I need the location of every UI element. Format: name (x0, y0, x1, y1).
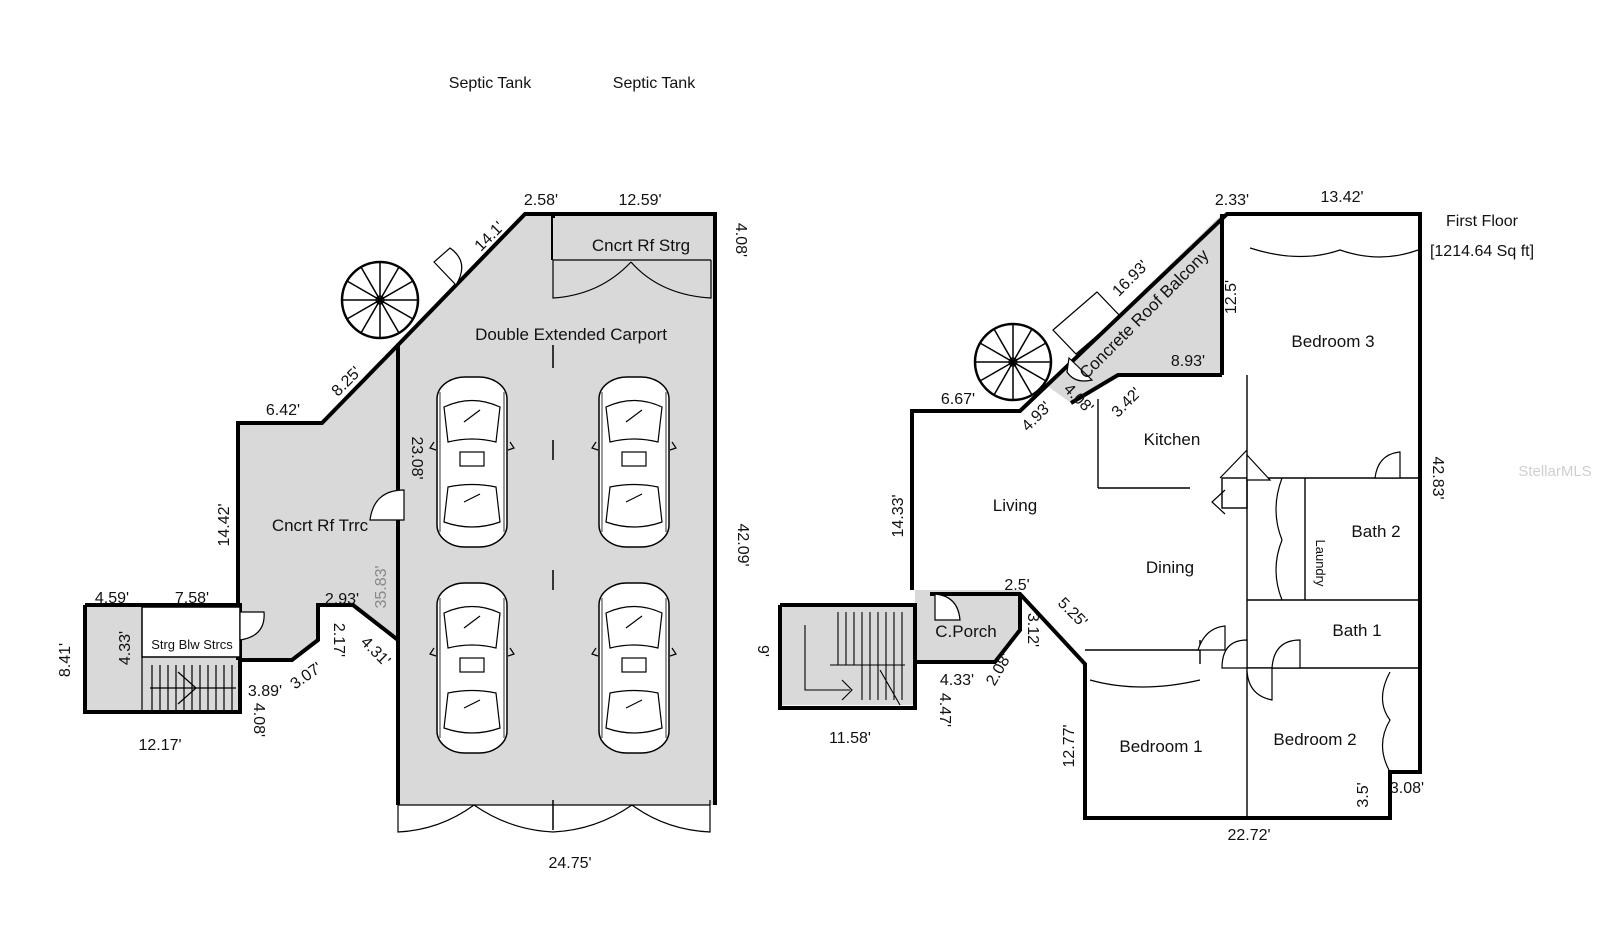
right-plan (778, 212, 1422, 820)
dimension: 4.33' (117, 631, 134, 665)
room-label: Bath 1 (1332, 621, 1381, 640)
floor-name: First Floor (1446, 213, 1519, 230)
room-label: Double Extended Carport (475, 325, 667, 344)
dimension: 4.08' (732, 223, 749, 257)
dimension: 4.47' (936, 693, 953, 727)
dimension: 7.58' (175, 590, 209, 607)
spiral-stair-icon (340, 260, 420, 340)
door-icon (1066, 356, 1094, 382)
dimension: 23.08' (408, 436, 425, 479)
car-icon (591, 376, 677, 548)
stairwell-area (782, 605, 915, 705)
room-label: Kitchen (1144, 430, 1201, 449)
dimension: 2.93' (325, 591, 359, 608)
dimension: 3.89' (248, 683, 282, 700)
dimension: 35.83' (373, 565, 390, 608)
watermark: StellarMLS (1518, 463, 1591, 480)
room-label: Laundry (1313, 540, 1328, 587)
dimension: 42.09' (734, 523, 751, 566)
dimension: 14.33' (890, 494, 907, 537)
dimension: 6.42' (266, 402, 300, 419)
dimension: 2.17' (330, 623, 347, 657)
spiral-stair-icon (973, 322, 1053, 402)
room-label: Bath 2 (1351, 522, 1400, 541)
dimension: 3.12' (1024, 613, 1041, 647)
floor-area: [1214.64 Sq ft] (1430, 243, 1534, 260)
room-label: Bedroom 2 (1273, 730, 1356, 749)
dimension: 2.33' (1215, 192, 1249, 209)
dimension: 2.58' (524, 192, 558, 209)
door-icon (1374, 451, 1401, 479)
dimension: 6.67' (941, 391, 975, 408)
dimension: 4.33' (940, 672, 974, 689)
dimension: 12.5' (1223, 280, 1240, 314)
door-icon (369, 489, 405, 521)
dimension: 8.93' (1171, 353, 1205, 370)
room-label: Bedroom 3 (1291, 332, 1374, 351)
door-icon (934, 593, 961, 621)
dimension: 3.07' (288, 660, 326, 694)
stair-icon (804, 612, 905, 706)
car-icon (429, 582, 515, 754)
septic-tank-label: Septic Tank (449, 75, 532, 92)
dimension: 4.31' (357, 634, 393, 670)
car-icon (591, 582, 677, 754)
door-icon (1246, 667, 1273, 701)
dimension: 11.58' (829, 730, 871, 747)
room-label: Living (993, 496, 1037, 515)
dimension: 4.59' (95, 590, 129, 607)
dimension: 4.08' (250, 703, 267, 737)
door-icon (1197, 625, 1226, 651)
dimension: 5.25' (1054, 595, 1090, 631)
dimension: 3.42' (1109, 385, 1145, 421)
room-label: Strg Blw Strcs (151, 637, 233, 652)
dimension: 8.41' (57, 643, 74, 677)
door-icon (1246, 453, 1272, 481)
dimension: 3.5' (1355, 782, 1372, 807)
stair-icon (150, 665, 236, 710)
dimension: 14.42' (216, 503, 233, 546)
dimension: 12.17' (138, 737, 181, 754)
room-label: Bedroom 1 (1119, 737, 1202, 756)
dimension: 12.77' (1061, 724, 1078, 767)
dimension: 24.75' (548, 855, 591, 872)
door-icon (1271, 639, 1301, 669)
door-icon (433, 247, 463, 286)
dimension: 22.72' (1227, 827, 1270, 844)
dimension: 2.5' (1004, 577, 1029, 594)
room-label: Cncrt Rf Strg (592, 236, 690, 255)
door-icon (239, 611, 265, 641)
septic-tank-label: Septic Tank (613, 75, 696, 92)
dimension: 3.08' (1390, 780, 1424, 797)
car-icon (429, 376, 515, 548)
door-icon (1221, 639, 1248, 669)
dimension: 13.42' (1320, 189, 1363, 206)
room-label: Dining (1146, 558, 1194, 577)
dimension: 4.93' (1019, 399, 1055, 435)
dimension: 12.59' (618, 192, 661, 209)
dimension: 9' (754, 645, 771, 657)
dimension: 42.83' (1429, 456, 1446, 499)
left-plan (83, 212, 717, 833)
room-label: C.Porch (935, 622, 996, 641)
room-label: Cncrt Rf Trrc (272, 516, 369, 535)
